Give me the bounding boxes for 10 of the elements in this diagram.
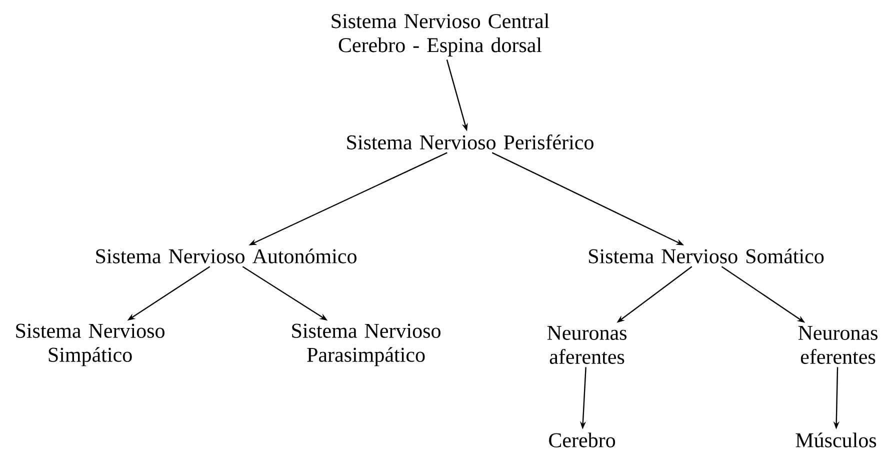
node-text: Sistema Nervioso Parasimpático bbox=[292, 324, 440, 366]
node-text: Sistema Nervioso Somático bbox=[589, 248, 824, 264]
node-text: Músculos bbox=[796, 432, 876, 448]
node-text: Sistema Nervioso Simpático bbox=[16, 324, 164, 366]
node-text: Sistema Nervioso Central Cerebro - Espina dorsal bbox=[332, 13, 550, 56]
node-text: Neuronas eferentes bbox=[798, 326, 878, 364]
node-text: Cerebro bbox=[549, 432, 616, 448]
node-text: Neuronas aferentes bbox=[547, 326, 626, 364]
node-text: Sistema Nervioso Autonómico bbox=[96, 248, 356, 264]
node-text: Sistema Nervioso Perisférico bbox=[347, 134, 594, 150]
